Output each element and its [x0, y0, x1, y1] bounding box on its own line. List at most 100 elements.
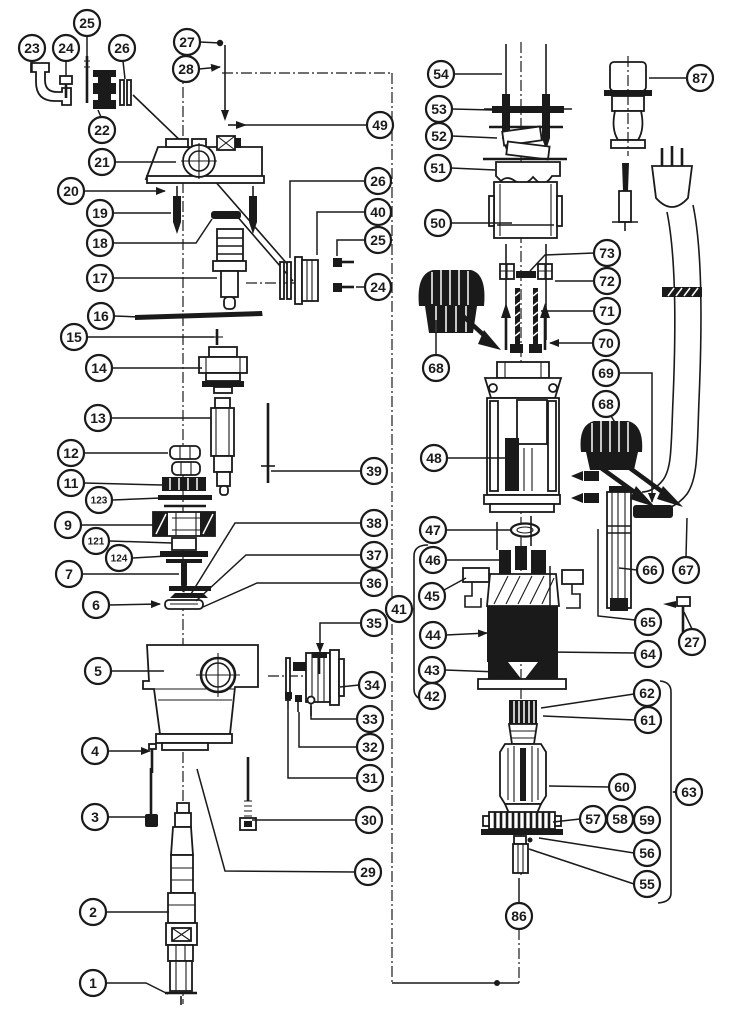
balloon-number-5: 5: [94, 663, 102, 679]
balloon-number-9: 9: [64, 517, 72, 533]
ring-part47: [509, 522, 541, 538]
callout-balloon-27: 27: [172, 27, 202, 57]
balloon-circle-68: [421, 353, 451, 383]
balloon-number-11: 11: [64, 475, 79, 491]
shim-part123: [158, 495, 212, 508]
callout-balloon-123: 123: [84, 485, 114, 515]
balloon-circle-39: [359, 456, 389, 486]
balloon-circle-51: [423, 153, 453, 183]
balloon-circle-86: [504, 901, 534, 931]
brush-ring-part52: [483, 125, 567, 161]
balloon-circle-31: [355, 763, 385, 793]
balloon-circle-50: [423, 208, 453, 238]
screws-part19: [173, 186, 257, 234]
balloon-circle-124: [104, 543, 134, 573]
balloon-circle-30: [354, 805, 384, 835]
callout-balloon-33: 33: [355, 704, 385, 734]
balloon-circle-36: [359, 568, 389, 598]
balloon-number-21: 21: [94, 154, 110, 170]
balloon-number-62: 62: [639, 685, 655, 701]
balloon-number-47: 47: [425, 522, 441, 538]
callout-balloon-53: 53: [424, 94, 454, 124]
leader-line-68: [610, 415, 617, 425]
balloon-circle-27: [677, 627, 707, 657]
balloon-circle-15: [59, 322, 89, 352]
balloon-number-27: 27: [179, 34, 195, 50]
balloon-circle-2: [78, 897, 108, 927]
coupling-part34: [285, 649, 345, 706]
balloon-number-25: 25: [370, 232, 386, 248]
balloon-number-16: 16: [93, 308, 109, 324]
balloon-number-58: 58: [612, 811, 628, 827]
balloon-number-19: 19: [92, 205, 108, 221]
leader-line-27: [199, 39, 224, 47]
balloon-circle-56: [632, 838, 662, 868]
balloon-number-45: 45: [424, 588, 440, 604]
balloon-circle-70: [591, 328, 621, 358]
balloon-circle-44: [418, 620, 448, 650]
knurled-nut-part11: [162, 477, 206, 491]
callout-balloon-47: 47: [418, 515, 448, 545]
cap-part18: [211, 211, 241, 219]
balloon-number-121: 121: [88, 537, 105, 548]
hex-screws-25-24: [333, 258, 354, 292]
stud-part25: [84, 56, 90, 103]
balloon-number-48: 48: [426, 450, 442, 466]
screws-64-65: [571, 471, 599, 503]
balloon-number-49: 49: [372, 117, 388, 133]
balloon-number-46: 46: [425, 552, 441, 568]
assembly-diagonals: [132, 94, 294, 282]
balloon-number-70: 70: [598, 335, 614, 351]
washers-part124: [160, 551, 208, 563]
balloon-number-27: 27: [684, 634, 700, 650]
balloon-circle-34: [357, 670, 387, 700]
balloon-number-42: 42: [424, 688, 440, 704]
callout-balloon-40: 40: [363, 197, 393, 227]
callout-balloon-68: 68: [591, 389, 621, 419]
balloon-number-22: 22: [94, 122, 110, 138]
balloon-circle-69: [591, 358, 621, 388]
balloon-circle-87: [685, 63, 715, 93]
balloon-circle-12: [56, 438, 86, 468]
assembly-arrow-1-head: [478, 330, 501, 350]
leader-line-25: [336, 239, 365, 256]
brush-cap-part68-right: [580, 421, 643, 470]
balloon-circle-48: [419, 443, 449, 473]
carbon-brush: [612, 163, 638, 231]
callout-balloon-41: 41: [384, 594, 414, 624]
screw-part27-right: [663, 596, 691, 634]
callout-balloon-73: 73: [592, 238, 622, 268]
balloon-number-67: 67: [678, 562, 694, 578]
leader-line-26: [289, 180, 365, 258]
nuts-part73: [499, 263, 553, 280]
motor-housing-part48: [483, 361, 563, 513]
callout-balloon-21: 21: [87, 147, 117, 177]
bearing-part14: [198, 346, 248, 394]
balloon-number-56: 56: [639, 845, 655, 861]
balloon-circle-63: [674, 777, 704, 807]
balloon-number-24: 24: [58, 40, 74, 56]
leader-line-45: [443, 577, 467, 591]
balloon-number-44: 44: [425, 627, 441, 643]
balloon-number-14: 14: [91, 360, 107, 376]
power-cord-plug: [633, 146, 702, 518]
balloon-circle-19: [85, 198, 115, 228]
callout-balloon-54: 54: [426, 59, 456, 89]
balloon-number-72: 72: [599, 273, 615, 289]
brush-holder-part45-left: [462, 567, 490, 608]
balloon-circle-52: [424, 121, 454, 151]
spacer-part56: [513, 835, 533, 845]
washer-part6: [164, 599, 204, 610]
leader-line-36: [202, 582, 361, 608]
callout-balloon-67: 67: [671, 555, 701, 585]
leader-line-64: [549, 566, 636, 654]
balloon-circle-28: [171, 54, 201, 84]
brush-cap-part68-left: [418, 270, 485, 333]
callout-balloon-68: 68: [421, 353, 451, 383]
leader-line-61: [542, 715, 636, 721]
callout-balloon-39: 39: [359, 456, 389, 486]
balloon-number-123: 123: [91, 496, 108, 507]
leader-lines-layer: [31, 36, 693, 995]
balloon-circle-72: [592, 266, 622, 296]
balloon-number-52: 52: [431, 128, 447, 144]
